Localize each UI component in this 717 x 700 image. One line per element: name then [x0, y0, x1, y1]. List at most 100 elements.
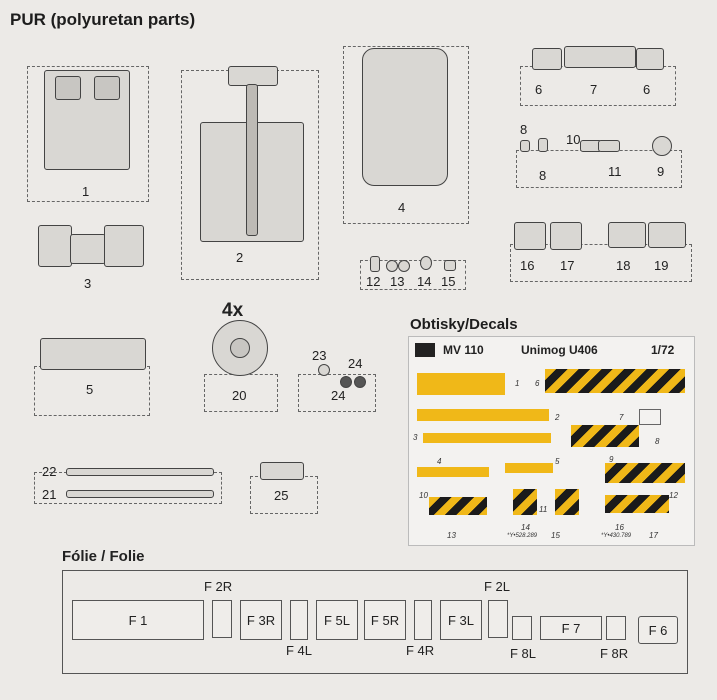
part-number: 13 — [390, 274, 405, 289]
decal-11a — [513, 489, 537, 515]
part-23-hook — [318, 364, 330, 376]
part-24-b — [354, 376, 366, 388]
decal-number: 16 — [615, 523, 624, 532]
foil-f5l: F 5L — [316, 600, 358, 640]
chassis-front — [228, 66, 278, 86]
part-4-outline — [343, 46, 469, 224]
quantity-label: 4x — [222, 300, 244, 321]
part-18 — [608, 222, 646, 248]
part-1-outline — [27, 66, 149, 202]
part-number: 1 — [82, 184, 90, 199]
part-number: 10 — [566, 132, 581, 147]
part-number: 14 — [417, 274, 432, 289]
page-title: PUR (polyuretan parts) — [10, 10, 196, 29]
part-number: 15 — [441, 274, 456, 289]
foil-f3r: F 3R — [240, 600, 282, 640]
decal-number: 15 — [551, 531, 560, 540]
part-number: 21 — [42, 487, 57, 502]
part-16 — [514, 222, 546, 250]
wheel-hub — [230, 338, 250, 358]
part-25 — [260, 462, 304, 480]
foil-f8r — [606, 616, 626, 640]
part-number: 18 — [616, 258, 631, 273]
decal-number: 13 — [447, 531, 456, 540]
part-number: 25 — [274, 488, 289, 503]
foil-f7: F 7 — [540, 616, 602, 640]
decal-11b — [555, 489, 579, 515]
foil-f5r: F 5R — [364, 600, 406, 640]
decal-3 — [423, 433, 551, 443]
decal-4 — [417, 467, 489, 477]
decal-number: 17 — [649, 531, 658, 540]
part-5-bumper — [40, 338, 146, 370]
decal-number: 9 — [609, 455, 614, 464]
kit-name: Unimog U406 — [521, 343, 598, 357]
part-number: 4 — [398, 200, 406, 215]
part-6-right — [636, 48, 664, 70]
part-7 — [564, 46, 636, 68]
foil-label-f4r: F 4R — [406, 643, 435, 658]
kit-code: MV 110 — [443, 343, 484, 357]
foil-label-f4l: F 4L — [286, 643, 313, 658]
part-13a — [386, 260, 398, 272]
foil-f8l — [512, 616, 532, 640]
parts-12-15-outline — [360, 260, 466, 290]
foil-f6: F 6 — [638, 616, 678, 644]
decal-10 — [429, 497, 487, 515]
part-13b — [398, 260, 410, 272]
part-number: 9 — [657, 164, 665, 179]
decal-number: 14 — [521, 523, 530, 532]
decal-1 — [417, 373, 505, 395]
part-number: 24 — [331, 388, 346, 403]
part-10-mirror-right — [598, 140, 620, 152]
decals-title: Obtisky/Decals — [410, 316, 518, 333]
decal-number: 6 — [535, 379, 540, 388]
foil-f4l — [290, 600, 308, 640]
foil-label-f2l: F 2L — [484, 579, 511, 594]
foil-f2l — [488, 600, 508, 638]
decal-number: 11 — [539, 505, 548, 514]
part-8-b — [538, 138, 548, 152]
foil-label-f8r: F 8R — [600, 646, 629, 661]
part-number: 3 — [84, 276, 92, 291]
part-17 — [550, 222, 582, 250]
part-number: 17 — [560, 258, 575, 273]
decal-8 — [571, 425, 639, 447]
foil-f2r — [212, 600, 232, 638]
decal-sheet: MV 110 Unimog U406 1/72 1 6 2 7 3 8 4 5 … — [408, 336, 695, 546]
decal-number: 8 — [655, 437, 660, 446]
part-number: 6 — [643, 82, 651, 97]
decal-7 — [639, 409, 661, 425]
decal-number: 2 — [555, 413, 560, 422]
part-number: 22 — [42, 464, 57, 479]
part-number: 24 — [348, 356, 363, 371]
part-9-wheel — [652, 136, 672, 156]
part-number: 23 — [312, 348, 327, 363]
part-number: 8 — [539, 168, 547, 183]
part-number: 8 — [520, 122, 528, 137]
decal-number: 7 — [619, 413, 624, 422]
brand-logo — [415, 343, 435, 357]
foil-label-f2r: F 2R — [204, 579, 233, 594]
decal-number: 3 — [413, 433, 418, 442]
decal-number: 4 — [437, 457, 442, 466]
part-number: 11 — [608, 164, 622, 179]
decal-2 — [417, 409, 549, 421]
parts-16-19-outline — [510, 244, 692, 282]
part-number: 12 — [366, 274, 381, 289]
part-15 — [444, 260, 456, 271]
plate-14: *Y•528.289 — [507, 533, 538, 539]
chassis-spine — [246, 84, 258, 236]
decal-number: 1 — [515, 379, 520, 388]
foil-title: Fólie / Folie — [62, 548, 145, 565]
part-4-body — [362, 48, 448, 186]
plate-16: *Y•430.789 — [601, 533, 632, 539]
part-14 — [420, 256, 432, 270]
foil-sheet — [62, 570, 688, 674]
part-8-a — [520, 140, 530, 152]
part-number: 6 — [535, 82, 543, 97]
kit-scale: 1/72 — [651, 343, 675, 357]
foil-f1: F 1 — [72, 600, 204, 640]
part-number: 16 — [520, 258, 535, 273]
foil-label-f8l: F 8L — [510, 646, 537, 661]
